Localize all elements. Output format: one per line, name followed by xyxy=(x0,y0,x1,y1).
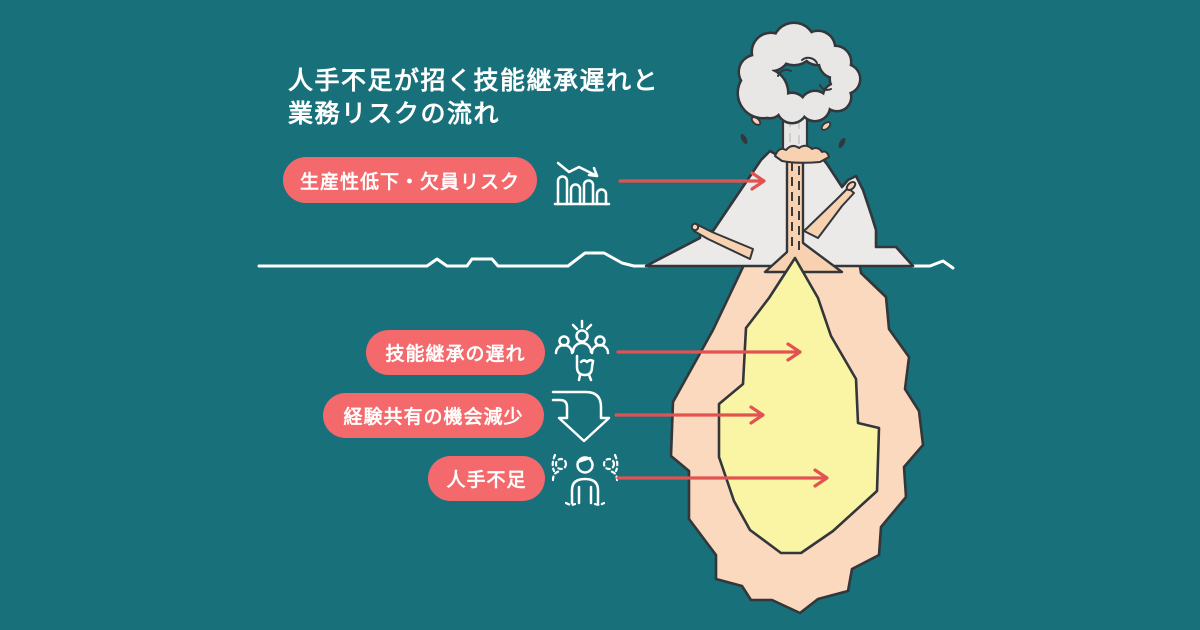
label-text: 人手不足 xyxy=(446,469,527,491)
label-text: 経験共有の機会減少 xyxy=(343,406,524,428)
people-select-icon xyxy=(554,319,610,382)
crater-spill xyxy=(774,144,830,164)
title-line-1: 人手不足が招く技能継承遅れと xyxy=(288,66,660,95)
waterline xyxy=(257,251,955,270)
person-shortage-icon xyxy=(551,453,619,506)
lava-channel-right xyxy=(803,187,855,239)
page-title: 人手不足が招く技能継承遅れと 業務リスクの流れ xyxy=(288,64,659,130)
arrow-to-volcano xyxy=(618,171,766,191)
volcano-body xyxy=(644,147,915,268)
lava-channel-left-curl xyxy=(690,222,700,232)
arrow-to-chamber-lower xyxy=(616,468,829,488)
label-labor-shortage: 人手不足 xyxy=(428,456,545,501)
side-vent xyxy=(845,180,857,192)
arrow-to-chamber-middle xyxy=(614,405,765,425)
waterline-right xyxy=(911,259,955,270)
lava-side-channels xyxy=(690,180,857,260)
label-text: 技能継承の遅れ xyxy=(385,343,526,365)
flow-arrows xyxy=(614,171,829,488)
label-productivity-risk: 生産性低下・欠員リスク xyxy=(283,157,537,203)
title-line-2: 業務リスクの流れ xyxy=(288,99,501,128)
waterline-left xyxy=(257,251,649,268)
arrow-to-chamber-upper xyxy=(616,342,802,362)
declining-chart-icon xyxy=(553,161,611,206)
label-icons xyxy=(551,161,619,506)
curved-down-arrow-icon xyxy=(551,390,611,443)
label-skill-succession-delay: 技能継承の遅れ xyxy=(366,330,545,375)
smoke-cloud xyxy=(736,21,862,125)
label-text: 生産性低下・欠員リスク xyxy=(299,170,520,193)
label-experience-sharing-decline: 経験共有の機会減少 xyxy=(323,393,544,438)
